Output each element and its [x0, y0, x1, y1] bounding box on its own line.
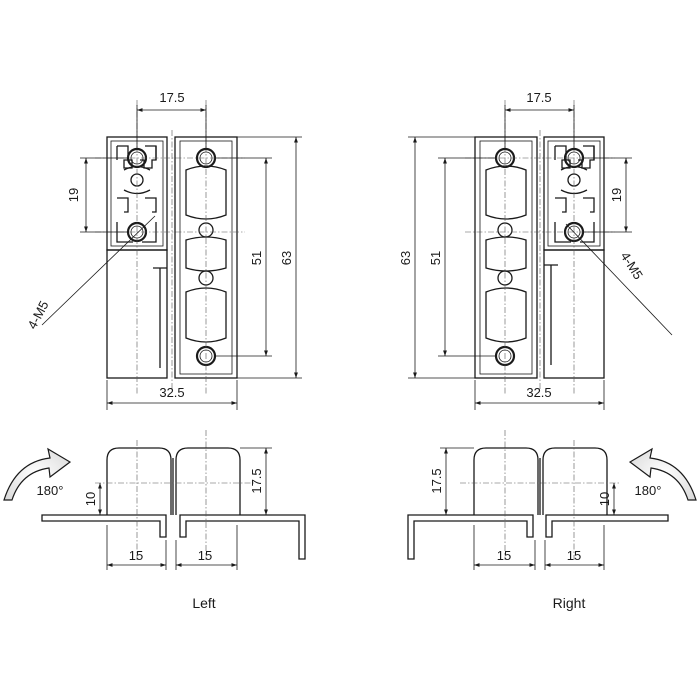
left-plate-a — [41, 514, 167, 538]
left-rotation-label: 180° — [37, 483, 64, 498]
right-dim-leaf-b: 15 — [567, 548, 581, 563]
left-dim-leaf-a: 15 — [129, 548, 143, 563]
right-dim-leaf-a: 15 — [497, 548, 511, 563]
right-caption: Right — [553, 595, 586, 611]
left-dim-top-width: 17.5 — [159, 90, 184, 105]
right-dim-inner-height: 51 — [428, 251, 443, 265]
left-dim-thread: 4-M5 — [24, 298, 51, 331]
left-large-leaf-pockets — [185, 165, 227, 343]
right-rotation-arrow-icon — [628, 447, 697, 501]
left-knuckle-2 — [175, 447, 241, 515]
right-dim-height: 63 — [398, 251, 413, 265]
right-large-leaf — [474, 136, 538, 379]
right-knuckle-1 — [473, 447, 539, 515]
left-slot-pattern — [116, 145, 157, 243]
left-dim-side-offset: 10 — [83, 492, 98, 506]
left-caption: Left — [192, 595, 215, 611]
left-knuckle-1 — [106, 447, 172, 515]
left-dim-hole-pitch: 19 — [66, 188, 81, 202]
right-plate-b — [545, 514, 669, 538]
right-rotation-label: 180° — [635, 483, 662, 498]
left-dim-width: 32.5 — [159, 385, 184, 400]
right-slot-pattern — [554, 145, 595, 243]
left-rotation-arrow-icon — [3, 447, 72, 501]
right-dim-top-width: 17.5 — [526, 90, 551, 105]
left-dim-side-height: 17.5 — [249, 468, 264, 493]
right-front-view: 17.5 19 4-M5 51 63 32.5 — [398, 90, 673, 410]
right-dim-width: 32.5 — [526, 385, 551, 400]
right-dim-side-height: 17.5 — [429, 468, 444, 493]
left-plate-b — [179, 514, 306, 560]
left-front-view: 17.5 19 4-M5 51 63 32.5 — [24, 90, 302, 410]
right-large-leaf-pockets — [485, 165, 527, 343]
left-dim-leaf-b: 15 — [198, 548, 212, 563]
right-knuckle-2 — [542, 447, 608, 515]
left-side-view: 10 17.5 15 15 180° Left — [3, 430, 306, 611]
left-dim-inner-height: 51 — [249, 251, 264, 265]
right-dim-thread: 4-M5 — [618, 249, 646, 282]
right-side-view: 17.5 10 15 15 180° Right — [407, 430, 697, 611]
left-dim-height: 63 — [279, 251, 294, 265]
right-dim-side-offset: 10 — [597, 492, 612, 506]
right-dim-hole-pitch: 19 — [609, 188, 624, 202]
right-plate-a — [407, 514, 534, 560]
